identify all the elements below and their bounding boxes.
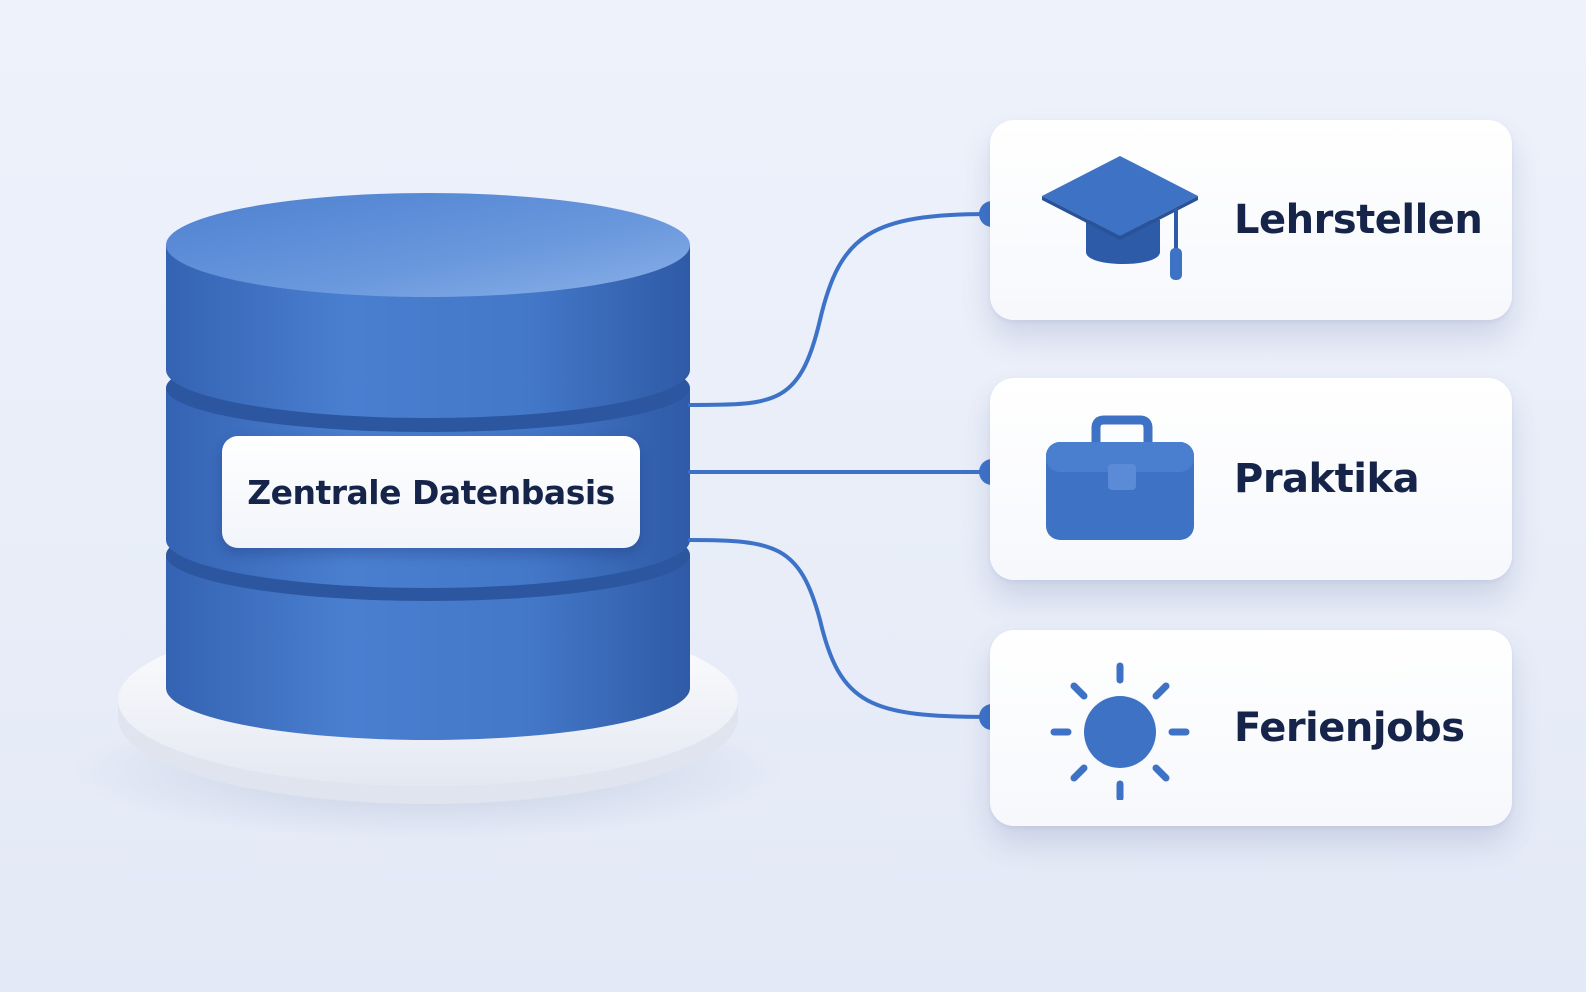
card-praktika: Praktika bbox=[990, 378, 1512, 580]
disk-bottom bbox=[166, 555, 690, 740]
graduation-cap-icon bbox=[1042, 156, 1198, 280]
connector-ferienjobs bbox=[688, 538, 992, 719]
card-label-lehrstellen: Lehrstellen bbox=[1234, 197, 1483, 243]
disk-top-face bbox=[166, 193, 690, 297]
card-lehrstellen: Lehrstellen bbox=[990, 120, 1512, 320]
database-label: Zentrale Datenbasis bbox=[222, 436, 640, 548]
connector-lehrstellen bbox=[688, 212, 992, 407]
database-label-text: Zentrale Datenbasis bbox=[247, 472, 615, 512]
card-label-ferienjobs: Ferienjobs bbox=[1234, 705, 1465, 751]
card-ferienjobs: Ferienjobs bbox=[990, 630, 1512, 826]
card-label-praktika: Praktika bbox=[1234, 456, 1420, 502]
sun-icon bbox=[1050, 662, 1190, 800]
briefcase-icon bbox=[1046, 415, 1194, 540]
